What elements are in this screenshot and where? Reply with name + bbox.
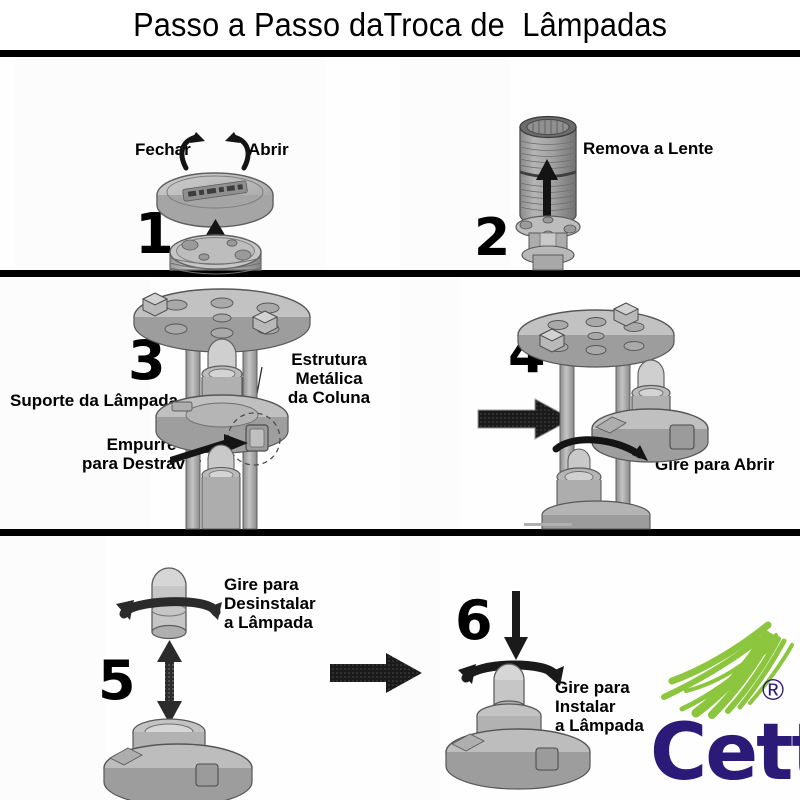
step-4-base-mark xyxy=(524,523,572,526)
turn-to-install-label: Gire para Instalar a Lâmpada xyxy=(555,678,644,736)
rotate-open-arrow xyxy=(552,436,648,461)
cetti-logo: ® Cetti xyxy=(650,591,800,796)
logo-grass-icon xyxy=(661,621,794,719)
divider-top xyxy=(0,50,800,57)
lamp-assembly xyxy=(515,215,581,271)
column-structure-label: Estrutura Metálica da Coluna xyxy=(287,350,371,408)
panel-step-4: 4 Gire para Abrir xyxy=(400,277,800,530)
rotate-uninstall-arrow xyxy=(116,597,222,620)
hex-nut-right xyxy=(251,310,279,335)
socket-base-6 xyxy=(445,703,591,790)
page-title: Passo a Passo daTroca de Lâmpadas xyxy=(132,6,668,43)
step-5-illustration xyxy=(103,567,253,800)
socket-base-5 xyxy=(103,718,253,800)
close-label: Fechar xyxy=(135,140,191,159)
turn-to-uninstall-label: Gire para Desinstalar a Lâmpada xyxy=(224,575,316,633)
top-flange-plate xyxy=(133,288,311,353)
registered-trademark-icon: ® xyxy=(762,674,785,707)
panel-step-3: 3 Suporte da Lâmpada Estrutura Metálica … xyxy=(0,277,400,530)
down-arrow-step-6 xyxy=(504,591,528,660)
panel-step-1: 1 Fechar Abrir xyxy=(0,57,400,275)
double-arrow-vertical xyxy=(157,640,182,724)
step-1-illustration xyxy=(156,132,274,275)
step-number-5: 5 xyxy=(98,649,136,712)
up-arrow-step-2 xyxy=(536,159,558,235)
panel-step-2: 2 Remova a Lente xyxy=(400,57,800,271)
top-flange-plate-4 xyxy=(517,302,675,368)
push-arrow xyxy=(170,434,248,464)
transition-arrow-step-4 xyxy=(477,398,574,440)
transition-arrow-step-6 xyxy=(330,653,422,693)
panel-row-3: 5 Gire para Desinstalar a Lâmpada xyxy=(0,536,800,800)
lamp-holder-rotated xyxy=(591,359,709,463)
bulb-lower xyxy=(201,444,241,530)
title-bar: Passo a Passo daTroca de Lâmpadas xyxy=(0,0,800,50)
panel-row-1: 1 Fechar Abrir xyxy=(0,57,800,275)
step-2-illustration xyxy=(515,115,581,271)
panel-row-2: 3 Suporte da Lâmpada Estrutura Metálica … xyxy=(0,277,800,530)
bulb-upper xyxy=(201,338,243,400)
step-number-2: 2 xyxy=(474,208,511,268)
threaded-base xyxy=(169,234,262,275)
divider-bottom xyxy=(0,529,800,536)
remove-lens-label: Remova a Lente xyxy=(583,139,714,158)
step-6-illustration xyxy=(330,591,591,790)
locking-tab xyxy=(227,412,281,466)
step-3-illustration xyxy=(133,288,311,530)
panel-step-6: 6 Gire para Instalar a Lâmpada xyxy=(330,536,800,800)
lamp-cap xyxy=(156,172,274,228)
lamp-holder-label: Suporte da Lâmpada xyxy=(10,391,179,410)
logo-wordmark: Cetti xyxy=(650,708,800,798)
divider-middle xyxy=(0,270,800,277)
open-label: Abrir xyxy=(248,140,289,159)
step-number-6: 6 xyxy=(455,589,493,652)
panel-step-5: 5 Gire para Desinstalar a Lâmpada xyxy=(0,536,400,800)
hex-nut-left xyxy=(141,292,169,317)
